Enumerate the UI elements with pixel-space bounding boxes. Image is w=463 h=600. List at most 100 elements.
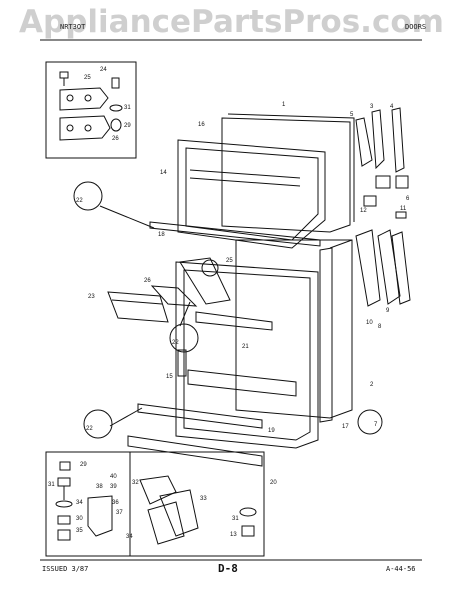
door-trim-20 <box>127 435 263 467</box>
freezer-shelf-strip <box>149 221 321 247</box>
callout-label: 30 <box>76 516 83 522</box>
washer <box>109 104 123 112</box>
callout-label: 29 <box>124 123 131 129</box>
callout-label: 17 <box>342 424 349 430</box>
callout-label: 33 <box>200 496 207 502</box>
callout-label: 6 <box>406 196 410 202</box>
hinge-strap-8 <box>355 229 381 307</box>
nut-30b <box>57 515 71 525</box>
callout-label: 29 <box>80 462 87 468</box>
door-shelf-bar <box>187 369 297 397</box>
callout-label: 31 <box>124 105 131 111</box>
detail-circle-22-top <box>73 181 103 211</box>
callout-label: 9 <box>386 308 390 314</box>
callout-label: 22 <box>86 426 93 432</box>
callout-label: 10 <box>366 320 373 326</box>
spacer-12 <box>363 195 377 207</box>
hinge-hole <box>66 124 74 132</box>
hinge-hole <box>84 94 92 102</box>
callout-label: 2 <box>370 382 374 388</box>
hinge-strap-3 <box>371 109 385 170</box>
nut-30 <box>57 477 71 487</box>
header-section-label: DOORS <box>405 23 427 31</box>
header-model-code: NRT3OT <box>60 23 86 31</box>
bushing-35 <box>57 529 71 541</box>
freezer-door-liner <box>177 139 326 249</box>
fresh-door-outer <box>235 239 353 419</box>
hinge-pin <box>111 77 120 89</box>
callout-label: 3 <box>370 104 374 110</box>
callout-label: 40 <box>110 474 117 480</box>
watermark: AppliancePartsPros.com <box>19 4 444 40</box>
butter-door <box>107 291 169 323</box>
dairy-compartment <box>179 257 231 305</box>
callout-label: 20 <box>270 480 277 486</box>
callout-label: 31 <box>232 516 239 522</box>
callout-label: 21 <box>242 344 249 350</box>
hinge-block-6 <box>375 175 391 189</box>
callout-label: 22 <box>172 340 179 346</box>
washer-34 <box>55 500 73 508</box>
door-gasket <box>319 247 333 423</box>
detail-circle-22-mid <box>169 323 199 353</box>
hinge-hole <box>66 94 74 102</box>
door-shelf-strip-19 <box>137 403 263 429</box>
callout-label: 38 <box>96 484 103 490</box>
callout-label: 18 <box>158 232 165 238</box>
hinge-plate-top <box>59 87 109 111</box>
callout-label: 25 <box>226 258 233 264</box>
hinge-plate-31 <box>139 475 177 505</box>
callout-label: 8 <box>378 324 382 330</box>
callout-label: 16 <box>198 122 205 128</box>
callout-label: 22 <box>76 198 83 204</box>
hinge-bracket-32 <box>147 501 185 545</box>
callout-label: 34 <box>76 500 83 506</box>
callout-label: 1 <box>282 102 286 108</box>
detail-circle-22-bottom <box>83 409 113 439</box>
hinge-screw <box>59 71 69 79</box>
detail-circle-7 <box>357 409 383 435</box>
fresh-door-liner <box>175 261 319 449</box>
callout-label: 35 <box>76 528 83 534</box>
callout-label: 26 <box>144 278 151 284</box>
callout-label: 19 <box>268 428 275 434</box>
callout-label: 14 <box>160 170 167 176</box>
hinge-strap-9 <box>391 231 411 305</box>
shim-11 <box>395 211 407 219</box>
footer-diagram-code: A-44-56 <box>386 565 416 573</box>
bushing-13 <box>241 525 255 537</box>
callout-label: 32 <box>132 480 139 486</box>
callout-label: 13 <box>230 532 237 538</box>
callout-label: 37 <box>116 510 123 516</box>
callout-label: 11 <box>400 206 407 212</box>
hardware-inset-box <box>45 451 265 557</box>
door-handle-bracket <box>177 349 187 377</box>
hinge-inset-box <box>45 61 137 159</box>
door-shelf-bar-21 <box>195 311 273 331</box>
hinge-strap-10 <box>377 229 401 305</box>
screw-29 <box>59 461 71 471</box>
callout-label: 25 <box>84 75 91 81</box>
callout-label: 7 <box>374 422 378 428</box>
dairy-bracket <box>150 285 198 307</box>
callout-label: 31 <box>48 482 55 488</box>
callout-label: 24 <box>100 67 107 73</box>
callout-label: 4 <box>390 104 394 110</box>
hinge-hole <box>84 124 92 132</box>
hinge-strap-5 <box>355 117 373 167</box>
callout-label: 23 <box>88 294 95 300</box>
detail-circle-24 <box>201 259 219 277</box>
hinge-strap-4 <box>391 107 405 173</box>
callout-label: 5 <box>350 112 354 118</box>
callout-label: 26 <box>112 136 119 142</box>
cap-31 <box>239 507 257 517</box>
callout-label: 34 <box>126 534 133 540</box>
callout-label: 15 <box>166 374 173 380</box>
hinge-bracket-33 <box>159 489 199 537</box>
footer-page-number: D-8 <box>218 562 238 575</box>
hinge-bracket-37 <box>87 495 113 537</box>
bushing <box>110 118 122 132</box>
freezer-door-outer <box>221 117 351 233</box>
